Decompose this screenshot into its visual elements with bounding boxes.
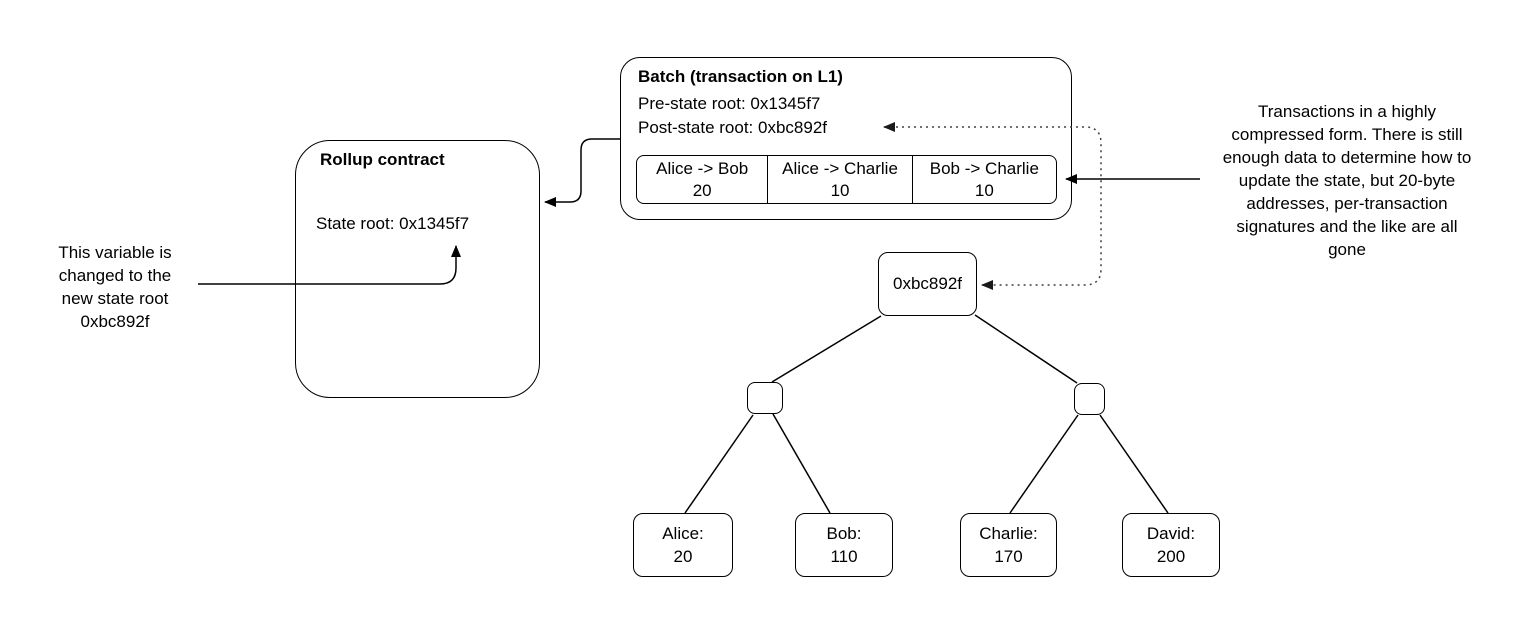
leaf-value: 170 <box>994 547 1023 566</box>
leaf-name: David: <box>1146 524 1196 543</box>
merkle-leaf-david: David: 200 <box>1122 513 1220 577</box>
rollup-state-root-text: State root: 0x1345f7 <box>316 214 470 233</box>
merkle-root-hash: 0xbc892f <box>893 274 962 293</box>
tree-edge-left-bob <box>772 413 831 514</box>
tree-edge-left-alice <box>684 414 754 514</box>
tree-edge-root-left <box>771 315 882 383</box>
transaction-table: Alice -> Bob 20 Alice -> Charlie 10 Bob … <box>636 155 1057 204</box>
batch-box: Batch (transaction on L1) Pre-state root… <box>620 57 1072 220</box>
right-note-text: Transactions in a highly compressed form… <box>1222 102 1472 259</box>
transaction-cell: Bob -> Charlie 10 <box>911 156 1056 203</box>
tree-edge-root-right <box>974 314 1078 384</box>
leaf-value: 110 <box>830 547 858 566</box>
tree-edge-right-david <box>1099 414 1169 514</box>
transaction-label: Alice -> Charlie <box>782 158 898 178</box>
merkle-intermediate-node-right <box>1074 383 1105 415</box>
leaf-name: Charlie: <box>979 524 1038 543</box>
rollup-contract-box: Rollup contract State root: 0x1345f7 <box>295 140 540 398</box>
merkle-root-node: 0xbc892f <box>878 252 977 316</box>
transaction-amount: 10 <box>974 180 994 200</box>
leaf-value: 20 <box>673 547 693 566</box>
batch-pre-state-root-text: Pre-state root: 0x1345f7 <box>638 94 821 113</box>
leaf-name: Alice: <box>662 524 704 543</box>
transaction-label: Bob -> Charlie <box>929 158 1039 178</box>
merkle-leaf-bob: Bob: 110 <box>795 513 893 577</box>
left-note-text: This variable is changed to the new stat… <box>58 243 172 331</box>
rollup-contract-title: Rollup contract <box>320 150 445 169</box>
batch-post-state-root-text: Post-state root: 0xbc892f <box>638 118 827 137</box>
transaction-amount: 10 <box>830 180 850 200</box>
arrow-batch-to-rollup <box>544 138 620 207</box>
transaction-label: Alice -> Bob <box>656 158 749 178</box>
merkle-leaf-charlie: Charlie: 170 <box>960 513 1057 577</box>
merkle-leaf-alice: Alice: 20 <box>633 513 733 577</box>
transaction-amount: 20 <box>692 180 712 200</box>
transaction-cell: Alice -> Charlie 10 <box>767 156 911 203</box>
batch-title: Batch (transaction on L1) <box>638 67 843 86</box>
merkle-intermediate-node-left <box>747 382 783 414</box>
leaf-value: 200 <box>1156 547 1186 566</box>
tree-edge-right-charlie <box>1009 414 1079 514</box>
transaction-cell: Alice -> Bob 20 <box>637 156 767 203</box>
leaf-name: Bob: <box>826 524 862 543</box>
